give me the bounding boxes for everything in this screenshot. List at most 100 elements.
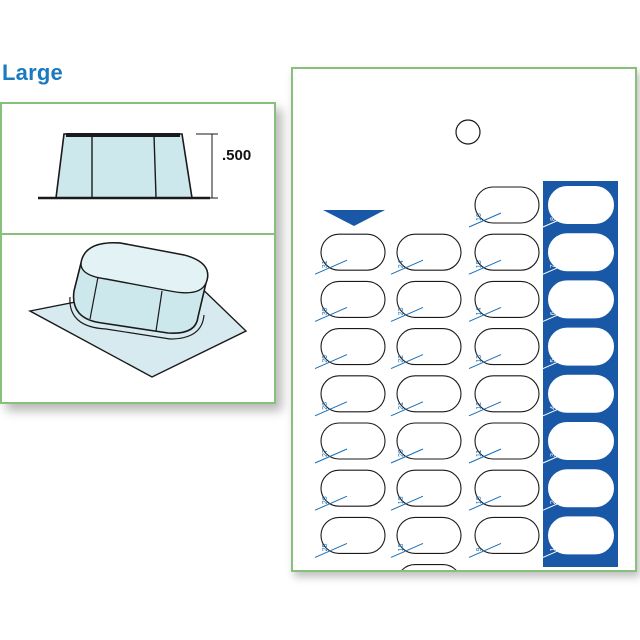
tear-line	[390, 495, 424, 511]
pocket	[548, 374, 614, 413]
pocket-number: 26	[322, 496, 329, 504]
pocket	[320, 422, 386, 460]
pocket	[474, 186, 540, 224]
tear-line	[542, 212, 576, 228]
pocket-number: 16	[476, 213, 483, 221]
blister-side-view: .500	[38, 133, 251, 200]
pocket	[474, 280, 540, 318]
pocket	[396, 516, 462, 554]
pocket-number: 15	[476, 260, 483, 268]
pocket	[548, 186, 614, 224]
pocket	[548, 422, 614, 460]
pocket-number: 22	[398, 355, 405, 363]
pocket-number: 31	[322, 260, 329, 268]
tear-line	[390, 448, 424, 464]
pocket	[474, 375, 540, 413]
tear-line	[390, 259, 424, 275]
tear-line	[468, 259, 502, 275]
pocket	[396, 469, 462, 507]
card-layout: 2423222120191817161514131211109313029282…	[314, 119, 618, 570]
pocket	[548, 469, 614, 508]
pocket	[320, 280, 386, 318]
pocket	[396, 280, 462, 318]
pocket-number: 5	[550, 359, 557, 363]
pocket-number: 6	[550, 311, 557, 315]
blister-detail-panel: .500	[0, 102, 276, 404]
pocket	[548, 280, 614, 319]
pocket	[474, 233, 540, 271]
pocket-number: 23	[398, 308, 405, 316]
pocket-number: 19	[398, 496, 405, 504]
tear-line	[314, 542, 348, 558]
tear-line	[542, 401, 576, 417]
pocket-number: 21	[398, 402, 405, 410]
tear-line	[468, 495, 502, 511]
pocket-number: 28	[322, 402, 329, 410]
tear-line	[468, 306, 502, 322]
pocket	[396, 422, 462, 460]
panel-divider	[2, 233, 274, 235]
pocket-number: 13	[476, 355, 483, 363]
pocket	[548, 233, 614, 272]
tear-line	[542, 448, 576, 464]
pocket-number: 9	[476, 547, 483, 551]
tear-line	[468, 542, 502, 558]
pocket-number: 7	[550, 264, 557, 268]
blister-card: 2423222120191817161514131211109313029282…	[291, 67, 637, 572]
tear-line	[390, 401, 424, 417]
pocket	[474, 328, 540, 366]
pocket-number: 18	[398, 544, 405, 552]
tear-line	[390, 306, 424, 322]
pocket	[320, 516, 386, 554]
pocket	[320, 233, 386, 271]
tear-line	[390, 354, 424, 370]
tear-line	[542, 495, 576, 511]
pocket	[548, 327, 614, 366]
tear-line	[390, 542, 424, 558]
tear-line	[468, 212, 502, 228]
pocket	[320, 328, 386, 366]
pocket	[548, 516, 614, 555]
tear-line	[542, 259, 576, 275]
pocket-number: 29	[322, 355, 329, 363]
pocket-number: 27	[322, 449, 329, 457]
pocket-number: 8	[550, 217, 557, 221]
pocket-number: 2	[550, 500, 557, 504]
dimension-label: .500	[222, 147, 251, 164]
tear-line	[468, 448, 502, 464]
pocket	[396, 375, 462, 413]
tear-line	[468, 354, 502, 370]
tear-line	[542, 354, 576, 370]
tear-line	[314, 448, 348, 464]
tear-line	[314, 354, 348, 370]
tear-line	[314, 495, 348, 511]
pocket-number: 20	[398, 449, 405, 457]
pocket	[320, 375, 386, 413]
hang-hole	[455, 119, 481, 145]
pocket	[396, 233, 462, 271]
pocket-number: 10	[476, 496, 483, 504]
pocket-number: 3	[550, 453, 557, 457]
pocket-number: 4	[550, 406, 557, 410]
tear-line	[542, 542, 576, 558]
pocket	[474, 469, 540, 507]
tear-line	[314, 259, 348, 275]
blister-perspective-view	[27, 242, 248, 378]
pocket	[320, 469, 386, 507]
pocket	[401, 564, 457, 570]
tear-line	[314, 306, 348, 322]
pocket	[474, 516, 540, 554]
pocket-number: 24	[398, 260, 405, 268]
pocket-number: 11	[476, 450, 483, 457]
pocket	[396, 328, 462, 366]
tear-line	[314, 401, 348, 417]
pocket-number: 1	[550, 547, 557, 551]
page-title: Large	[2, 60, 63, 85]
pocket	[474, 422, 540, 460]
start-arrow-icon	[323, 210, 385, 226]
tear-line	[542, 306, 576, 322]
tear-line	[468, 401, 502, 417]
pocket-number: 14	[476, 308, 483, 316]
pocket-number: 12	[476, 402, 483, 410]
pocket-number: 30	[322, 308, 329, 316]
